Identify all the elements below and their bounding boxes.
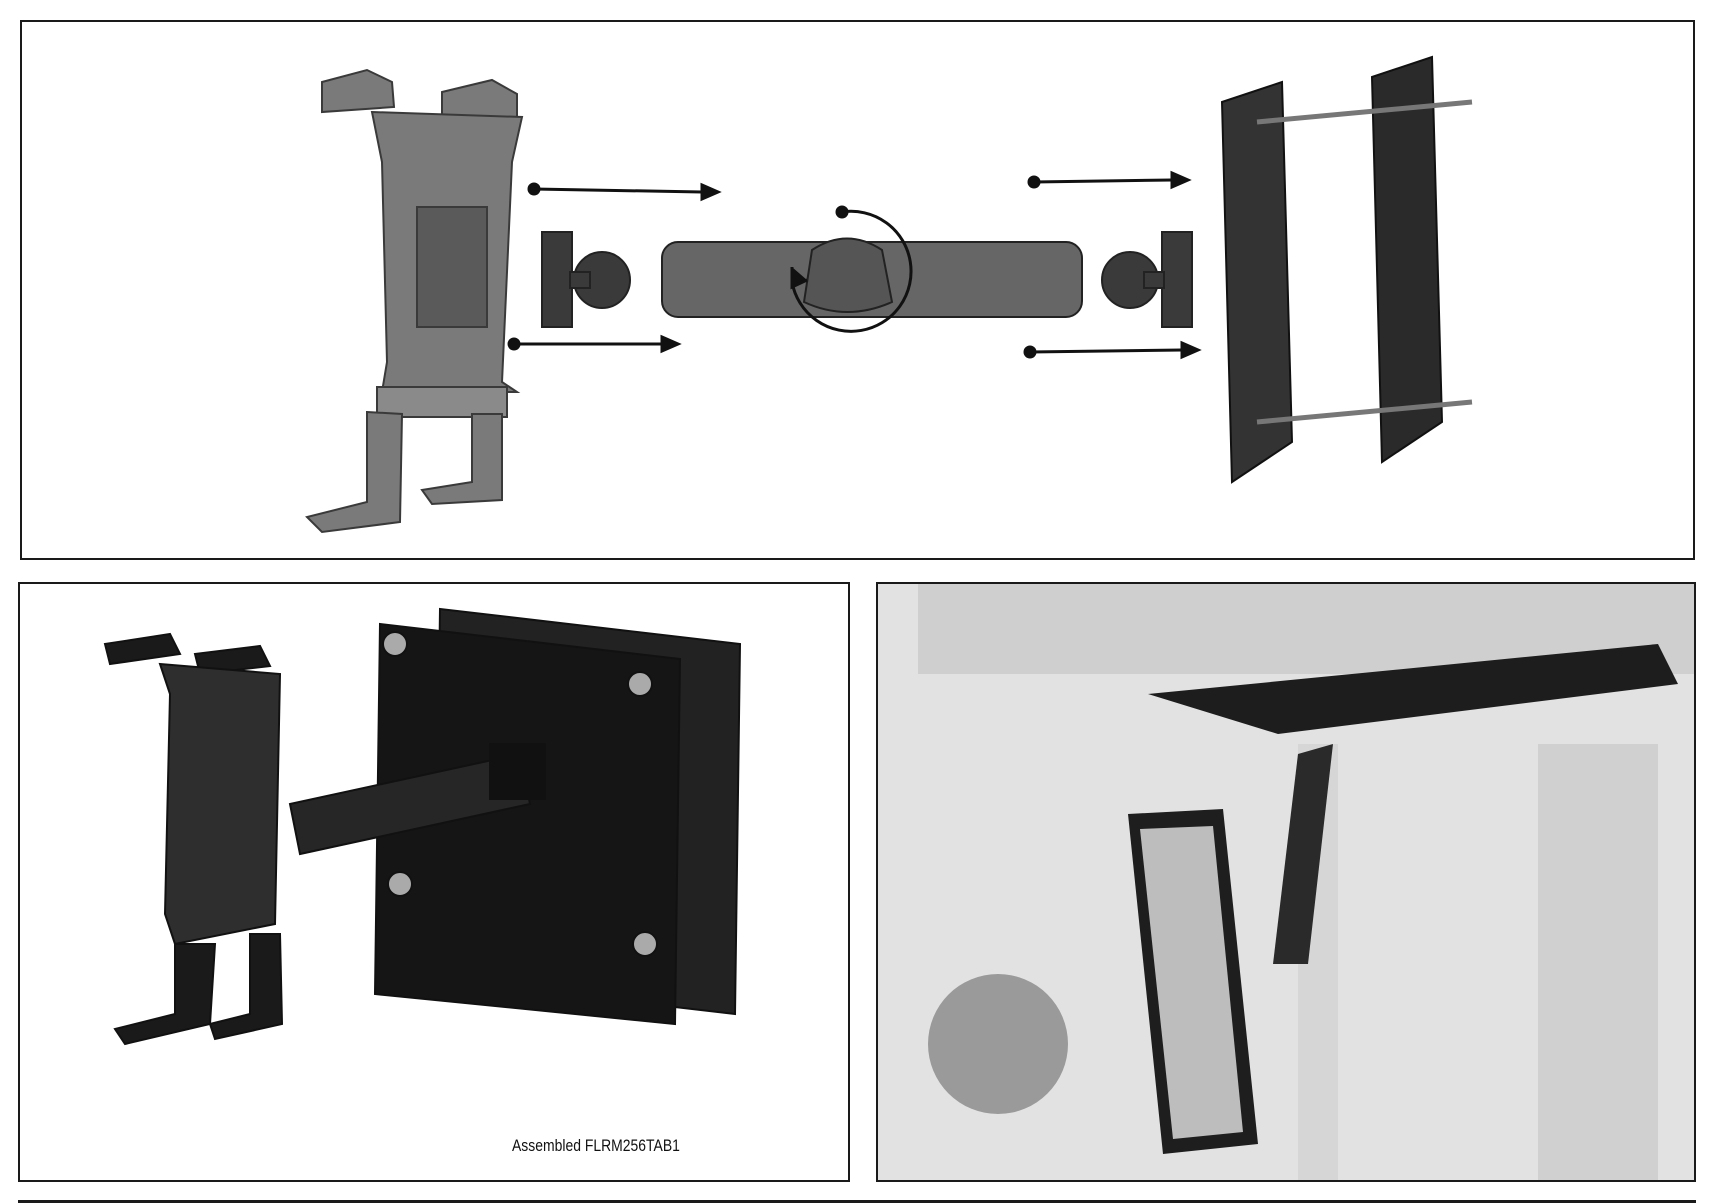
- installed-photo-panel: [876, 582, 1696, 1182]
- assembled-product-panel: Assembled FLRM256TAB1: [18, 582, 850, 1182]
- mounting-plate-part: [1220, 55, 1473, 484]
- mounting-plate-part: [1148, 644, 1678, 734]
- assembled-product-illustration: [103, 607, 742, 1046]
- arrow-right-icon: [1027, 170, 1192, 190]
- arm-part: [1273, 744, 1333, 964]
- exploded-diagram: [305, 55, 1473, 534]
- tablet-holder-part: [103, 632, 284, 1046]
- rotate-arrow-icon: [790, 205, 913, 333]
- ball-mount-right-part: [1101, 231, 1193, 328]
- light-fixture: [928, 974, 1068, 1114]
- arrow-right-icon: [1023, 340, 1202, 360]
- arm-part: [288, 743, 546, 856]
- arrow-right-icon: [507, 334, 682, 354]
- ball-mount-left-part: [541, 231, 631, 328]
- tablet-holder-part: [305, 68, 524, 534]
- bottom-rule: [18, 1200, 1696, 1203]
- tablet-in-holder: [1128, 809, 1258, 1154]
- figure-caption: Assembled FLRM256TAB1: [512, 1136, 680, 1155]
- mounting-plate-part: [373, 607, 742, 1026]
- arm-part: [661, 237, 1083, 318]
- arrow-right-icon: [527, 182, 722, 202]
- installed-photo: [878, 584, 1694, 1180]
- exploded-diagram-panel: [20, 20, 1695, 560]
